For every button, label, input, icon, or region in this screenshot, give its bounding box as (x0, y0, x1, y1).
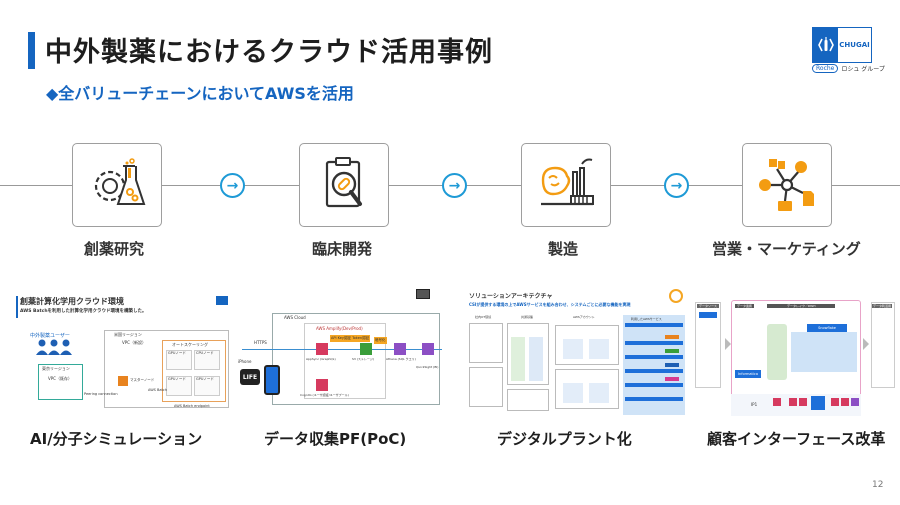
case-thumbnail-digital-plant: ソリューションアーキテクチャ CSIが提供する環境の上でAWSサービスを組み合わ… (465, 285, 687, 417)
thumb-amplify: AWS Amplify(Dev/Prod) (316, 326, 363, 331)
flow-arrow-icon: → (442, 173, 467, 198)
thumb-service: QuickSight (BI) (416, 365, 439, 369)
thumb-peering: Peering connection (84, 392, 118, 396)
thumb-caption: CSIが提供する環境の上でAWSサービスを組み合わせ、システムごとに必要な機能を… (469, 302, 631, 307)
case-thumbnail-customer-interface: データソース データ連携 データレイク／DWH Informatica Snow… (693, 298, 897, 416)
thumb-client: iPhone (238, 359, 252, 364)
clipboard-magnifier-icon (325, 157, 362, 208)
roche-group-tag: Roche ロシュ グループ (812, 64, 885, 73)
page-title: 中外製薬におけるクラウド活用事例 (45, 37, 493, 68)
thumb-auth-note: API Key認証 Token認証 (330, 335, 371, 342)
thumb-usage: データ利活用 (872, 304, 893, 308)
thumb-node-label: CPUノード (196, 351, 214, 355)
stage-sales-marketing (742, 143, 832, 227)
monitor-icon (416, 289, 430, 299)
thumb-services-panel: 利用したAWSサービス (631, 317, 662, 321)
csi-logo-icon (669, 289, 683, 303)
stage-label-sales-marketing: 営業・マーケティング (712, 240, 861, 258)
thumb-dwh-product: Snowflake (818, 326, 836, 330)
case-label-ai-simulation: AI/分子シミュレーション (30, 430, 203, 448)
thumb-etl-product: Informatica (738, 372, 758, 376)
smartphone-icon (264, 365, 280, 395)
thumb-source: データソース (697, 304, 719, 308)
thumb-bottom-label: IP1 (751, 402, 758, 407)
case-label-data-collection: データ収集PF(PoC) (264, 430, 407, 448)
stage-drug-discovery (72, 143, 162, 227)
thumb-endpoint: AWS Batch endpoint (174, 404, 210, 408)
thumb-region-left: 東京リージョン (42, 366, 70, 371)
thumb-master-node: マスターノード (130, 378, 155, 382)
thumb-integration: データ連携 (735, 304, 755, 308)
roche-group-text: ロシュ グループ (841, 66, 885, 73)
thumb-column: 共通基盤 (521, 315, 534, 319)
flow-arrow-icon: → (664, 173, 689, 198)
thumb-user-group: 中外製薬ユーザー (30, 333, 70, 339)
title-accent-bar (28, 32, 35, 69)
thumb-device-label: LIFE (242, 373, 258, 381)
thumb-cloud: AWS Cloud (284, 315, 306, 320)
thumb-vpc-right: VPC（新設） (122, 340, 146, 345)
thumb-caption: AWS Batchを利用した計算化学用クラウド環境を構築した。 (20, 309, 147, 314)
flow-arrow-icon: → (220, 173, 245, 198)
flow-chevron-icon (863, 338, 869, 350)
thumb-column: AWSアカウント (573, 315, 595, 319)
thumb-platform: データレイク／DWH (767, 304, 836, 308)
brain-factory-icon (541, 158, 594, 206)
thumb-service: Athena (SQL クエリ) (386, 357, 416, 361)
page-subtitle: ◆全バリューチェーンにおいてAWSを活用 (46, 84, 354, 103)
thumb-column: 社内OT環境 (475, 315, 492, 319)
chugai-wordmark: CHUGAI (839, 41, 870, 49)
chugai-logo: CHUGAI (812, 27, 872, 63)
flow-chevron-icon (725, 338, 731, 350)
thumb-protocol: HTTPS (254, 340, 267, 345)
arrow-glyph: → (448, 177, 461, 194)
thumb-node-label: GPUノード (196, 377, 214, 381)
thumb-vpc-left: VPC（既存） (48, 376, 72, 381)
arrow-glyph: → (670, 177, 683, 194)
stage-label-drug-discovery: 創薬研究 (84, 240, 145, 258)
arrow-glyph: → (226, 177, 239, 194)
thumb-heading: ソリューションアーキテクチャ (469, 293, 553, 300)
case-thumbnail-ai-simulation: 創薬計算化学用クラウド環境 AWS Batchを利用した計算化学用クラウド環境を… (14, 292, 234, 410)
case-label-digital-plant: デジタルプラント化 (497, 430, 632, 448)
users-icon (36, 339, 72, 355)
case-label-customer-interface: 顧客インターフェース改革 (707, 430, 886, 448)
thumb-service: S3 (ストレージ) (352, 357, 375, 361)
thumb-heading: 創薬計算化学用クラウド環境 (20, 297, 124, 306)
roche-badge: Roche (812, 64, 839, 73)
thumb-node-label: GPUノード (168, 351, 186, 355)
network-hub-icon (759, 159, 814, 211)
stage-label-clinical-development: 臨床開発 (312, 240, 373, 258)
thumb-service: Cognito (ユーザ認証/ユーザプール) (300, 393, 349, 397)
page-number: 12 (872, 480, 884, 490)
thumb-transform-note: 暗号化 (374, 337, 387, 344)
thumb-region-right: 米国リージョン (114, 332, 142, 337)
chugai-mark-icon (813, 28, 838, 62)
stage-label-manufacturing: 製造 (548, 240, 579, 258)
gear-flask-icon (94, 158, 146, 205)
case-thumbnail-data-collection: AWS Cloud AWS Amplify(Dev/Prod) iPhone H… (234, 283, 444, 408)
thumb-cluster: オートスケーリング (172, 342, 208, 347)
thumb-service: AppSync (GraphQL) (306, 357, 336, 361)
stage-clinical-development (299, 143, 389, 227)
wearable-device-icon: LIFE (240, 369, 260, 385)
thumb-node-label: GPUノード (168, 377, 186, 381)
thumb-batch: AWS Batch (148, 388, 168, 392)
stage-manufacturing (521, 143, 611, 227)
